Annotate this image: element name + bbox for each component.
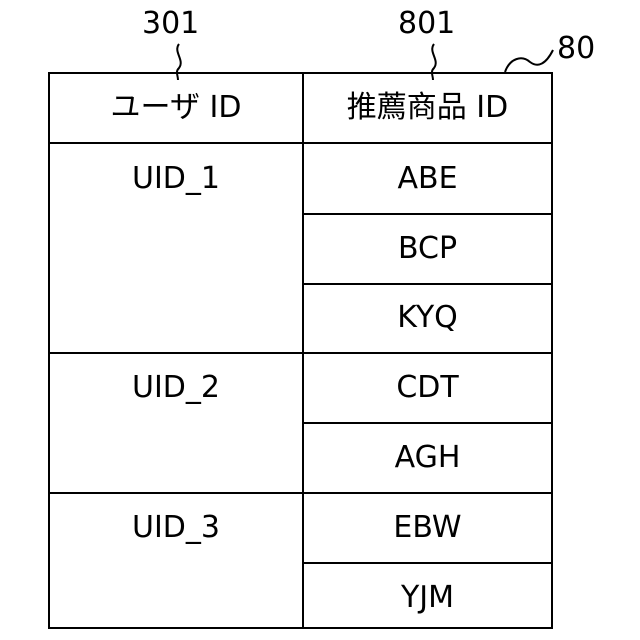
user-id-cell: UID_2 (50, 353, 302, 493)
user-id-cell: UID_1 (50, 144, 302, 353)
product-id-cell: ABE (304, 144, 551, 214)
product-id-cell: BCP (304, 214, 551, 284)
user-id-cell: UID_3 (50, 493, 302, 633)
product-id-cell: AGH (304, 423, 551, 493)
header-recommended-product-id: 推薦商品 ID (304, 74, 551, 142)
product-id-cell: CDT (304, 353, 551, 423)
table-ref: 80 (557, 34, 595, 64)
product-id-cell: YJM (304, 563, 551, 633)
product-id-cell: EBW (304, 493, 551, 563)
user-column-ref: 301 (142, 9, 199, 39)
product-id-cell: KYQ (304, 284, 551, 354)
header-user-id: ユーザ ID (50, 74, 302, 142)
recommendation-table: ユーザ ID推薦商品 IDUID_1ABEBCPKYQUID_2CDTAGHUI… (48, 72, 553, 629)
leader-line-80 (505, 50, 553, 72)
product-column-ref: 801 (398, 9, 455, 39)
